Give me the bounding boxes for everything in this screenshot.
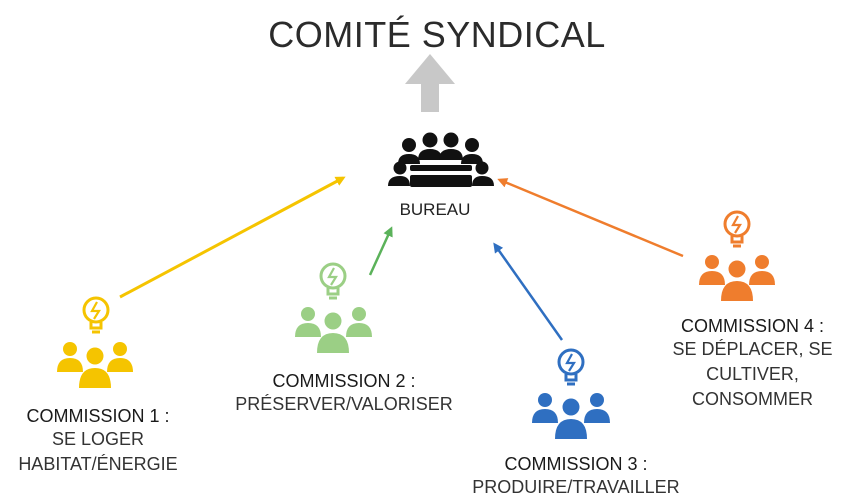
people-group-icon bbox=[295, 307, 372, 353]
idea-bulb-icon bbox=[82, 296, 110, 334]
commission-3-icon-group bbox=[532, 348, 610, 439]
commission-4-line-1: SE DÉPLACER, SE bbox=[672, 339, 833, 359]
commission-1-icon-group bbox=[57, 296, 133, 388]
people-group-icon bbox=[699, 255, 775, 301]
commission-2-name: COMMISSION 2 : bbox=[272, 371, 416, 391]
idea-bulb-icon bbox=[319, 262, 347, 300]
commission-4-icon-group bbox=[699, 210, 775, 301]
meeting-group-icon bbox=[388, 132, 494, 187]
commission-2-block: COMMISSION 2 : PRÉSERVER/VALORISER bbox=[226, 371, 462, 417]
commission-3-name: COMMISSION 3 : bbox=[504, 454, 648, 474]
commission-4-name: COMMISSION 4 : bbox=[680, 316, 824, 336]
idea-bulb-icon bbox=[557, 348, 585, 386]
commission-1-line-1: SE LOGER bbox=[51, 429, 145, 449]
commission-3-block: COMMISSION 3 : PRODUIRE/TRAVAILLER bbox=[458, 454, 694, 500]
bureau-label: BUREAU bbox=[399, 200, 471, 219]
commission-2-line-1: PRÉSERVER/VALORISER bbox=[235, 394, 453, 414]
commission-3-line-1: PRODUIRE/TRAVAILLER bbox=[472, 477, 680, 497]
idea-bulb-icon bbox=[723, 210, 751, 248]
commission-4-line-2: CULTIVER, bbox=[706, 364, 799, 384]
arrow-c4-to-bureau bbox=[497, 178, 684, 258]
commission-4-line-3: CONSOMMER bbox=[692, 389, 813, 409]
people-group-icon bbox=[57, 342, 133, 388]
commission-1-block: COMMISSION 1 : SE LOGER HABITAT/ÉNERGIE bbox=[0, 406, 196, 477]
people-group-icon bbox=[532, 393, 610, 439]
commission-1-name: COMMISSION 1 : bbox=[26, 406, 170, 426]
commission-4-block: COMMISSION 4 : SE DÉPLACER, SE CULTIVER,… bbox=[660, 316, 845, 412]
commission-1-line-2: HABITAT/ÉNERGIE bbox=[18, 454, 178, 474]
up-arrow-icon bbox=[405, 54, 455, 112]
arrow-c1-to-bureau bbox=[119, 176, 346, 299]
arrow-c2-to-bureau bbox=[368, 226, 393, 276]
commission-2-icon-group bbox=[295, 262, 372, 353]
diagram-title: COMITÉ SYNDICAL bbox=[268, 14, 606, 55]
arrow-c3-to-bureau bbox=[493, 242, 564, 341]
